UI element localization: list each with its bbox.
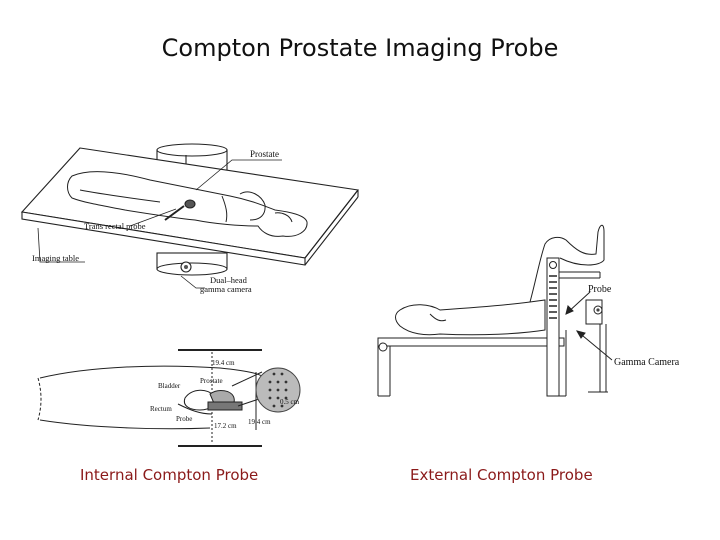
label-section-prostate: Prostate [200, 377, 223, 385]
label-trans-rectal-probe: Trans rectal probe [84, 221, 146, 231]
lower-gamma-camera-head [156, 252, 228, 276]
label-section-probe: Probe [176, 415, 192, 423]
label-top-dimension: 19.4 cm [212, 359, 235, 367]
imaging-table-diagram [20, 143, 360, 289]
label-gamma-camera-left: gamma camera [200, 284, 252, 294]
label-right-dimension: 19.4 cm [248, 418, 271, 426]
label-rectum: Rectum [150, 405, 172, 413]
cross-section-diagram [37, 349, 301, 447]
label-prostate: Prostate [250, 149, 279, 159]
detector-grid [268, 372, 288, 408]
external-probe-diagram [377, 224, 613, 397]
label-bottom-dimension: 17.2 cm [214, 422, 237, 430]
caption-internal-probe: Internal Compton Probe [80, 466, 259, 484]
slide-title: Compton Prostate Imaging Probe [161, 34, 559, 62]
label-gamma-camera-right: Gamma Camera [614, 357, 680, 368]
ladder-marks [549, 275, 557, 319]
label-probe-right: Probe [588, 284, 612, 295]
label-dual-head: Dual–head [210, 275, 248, 285]
label-scale: 0.5 cm [280, 398, 300, 406]
label-imaging-table: Imaging table [32, 253, 79, 263]
caption-external-probe: External Compton Probe [410, 466, 593, 484]
label-bladder: Bladder [158, 382, 181, 390]
